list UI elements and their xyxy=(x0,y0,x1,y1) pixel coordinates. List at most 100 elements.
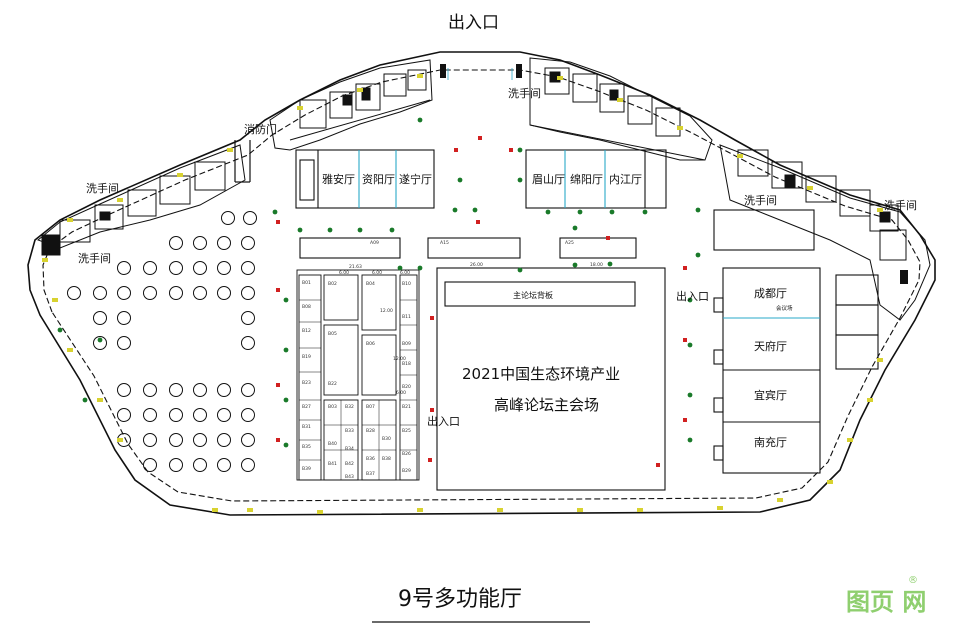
sign-marker xyxy=(297,106,303,110)
sign-marker xyxy=(807,186,813,190)
room-yaan: 雅安厅 xyxy=(322,172,355,186)
green-marker xyxy=(517,147,523,153)
round-table xyxy=(221,211,235,225)
sign-marker xyxy=(117,198,123,202)
room-tianfu: 天府厅 xyxy=(754,339,787,353)
round-table xyxy=(117,383,131,397)
booth-code: B10 xyxy=(402,281,411,287)
sign-marker xyxy=(212,508,218,512)
round-tables xyxy=(67,211,257,472)
round-table xyxy=(193,433,207,447)
round-table xyxy=(193,458,207,472)
booth-code: B07 xyxy=(366,404,375,410)
booth-code: B40 xyxy=(328,441,337,447)
dimension-label: 12.00 xyxy=(393,356,406,362)
sign-marker xyxy=(417,508,423,512)
green-marker xyxy=(572,262,578,268)
dimension-label: 26.00 xyxy=(470,262,483,268)
round-table xyxy=(143,286,157,300)
fire-door-label: 消防门 xyxy=(244,122,277,136)
red-column xyxy=(683,338,687,342)
booth-code: B12 xyxy=(302,328,311,334)
door-markers xyxy=(440,64,908,284)
sign-marker xyxy=(867,398,873,402)
round-table xyxy=(117,311,131,325)
booth-code: B30 xyxy=(382,436,391,442)
booth-code: B03 xyxy=(328,404,337,410)
round-table xyxy=(217,383,231,397)
round-table xyxy=(241,336,255,350)
building-outline xyxy=(27,51,936,516)
service-area-right xyxy=(719,144,931,321)
green-marker xyxy=(389,227,395,233)
entrance-guides xyxy=(447,68,513,80)
round-table xyxy=(217,236,231,250)
sign-marker xyxy=(117,438,123,442)
booth-code: A09 xyxy=(370,240,379,246)
sign-marker xyxy=(497,508,503,512)
sign-marker xyxy=(317,510,323,514)
main-venue xyxy=(299,237,666,491)
round-table xyxy=(193,383,207,397)
green-marker xyxy=(283,347,289,353)
booth-code: B32 xyxy=(345,404,354,410)
green-marker xyxy=(695,207,701,213)
watermark-registered-mark: ® xyxy=(908,575,918,586)
booth-labels: B01B08B12B19B23B27B31B35B39B02B05B22B03B… xyxy=(302,240,574,480)
round-table xyxy=(193,286,207,300)
round-table xyxy=(169,286,183,300)
round-table xyxy=(169,458,183,472)
booth-code: B20 xyxy=(402,384,411,390)
booth-code: B28 xyxy=(366,428,375,434)
green-marker xyxy=(607,261,613,267)
sign-marker xyxy=(247,508,253,512)
green-marker xyxy=(517,177,523,183)
sign-marker xyxy=(357,88,363,92)
round-table xyxy=(193,408,207,422)
red-column xyxy=(430,316,434,320)
sign-marker xyxy=(847,438,853,442)
booth-code: B43 xyxy=(345,474,354,480)
green-marker xyxy=(82,397,88,403)
booth-code: B34 xyxy=(345,446,354,452)
sign-marker xyxy=(52,298,58,302)
red-column xyxy=(276,288,280,292)
red-column xyxy=(656,463,660,467)
round-table xyxy=(217,261,231,275)
booth-code: B29 xyxy=(402,468,411,474)
red-column xyxy=(509,148,513,152)
sign-marker xyxy=(877,208,883,212)
green-marker xyxy=(272,209,278,215)
green-marker xyxy=(609,209,615,215)
round-table xyxy=(169,261,183,275)
room-nanchong: 南充厅 xyxy=(754,435,787,449)
round-table xyxy=(217,408,231,422)
round-table xyxy=(169,433,183,447)
booth-code: B41 xyxy=(328,461,337,467)
service-area-left xyxy=(37,144,246,256)
red-column xyxy=(478,136,482,140)
round-table xyxy=(243,211,257,225)
room-ziyang: 资阳厅 xyxy=(362,173,395,186)
booth-code: B39 xyxy=(302,466,311,472)
restroom-top-left-label: 洗手间 xyxy=(86,181,119,195)
booth-code: B05 xyxy=(328,331,337,337)
round-table xyxy=(241,433,255,447)
red-column xyxy=(430,408,434,412)
red-column xyxy=(476,220,480,224)
booth-code: B19 xyxy=(302,354,311,360)
round-table xyxy=(193,236,207,250)
round-table xyxy=(241,383,255,397)
round-table xyxy=(241,311,255,325)
red-column xyxy=(454,148,458,152)
green-marker xyxy=(417,265,423,271)
booth-code: B08 xyxy=(302,304,311,310)
booth-code: A25 xyxy=(565,240,574,246)
sign-marker xyxy=(417,74,423,78)
green-marker xyxy=(397,265,403,271)
round-table xyxy=(143,458,157,472)
sign-marker xyxy=(67,218,73,222)
round-table xyxy=(143,408,157,422)
red-column xyxy=(683,266,687,270)
